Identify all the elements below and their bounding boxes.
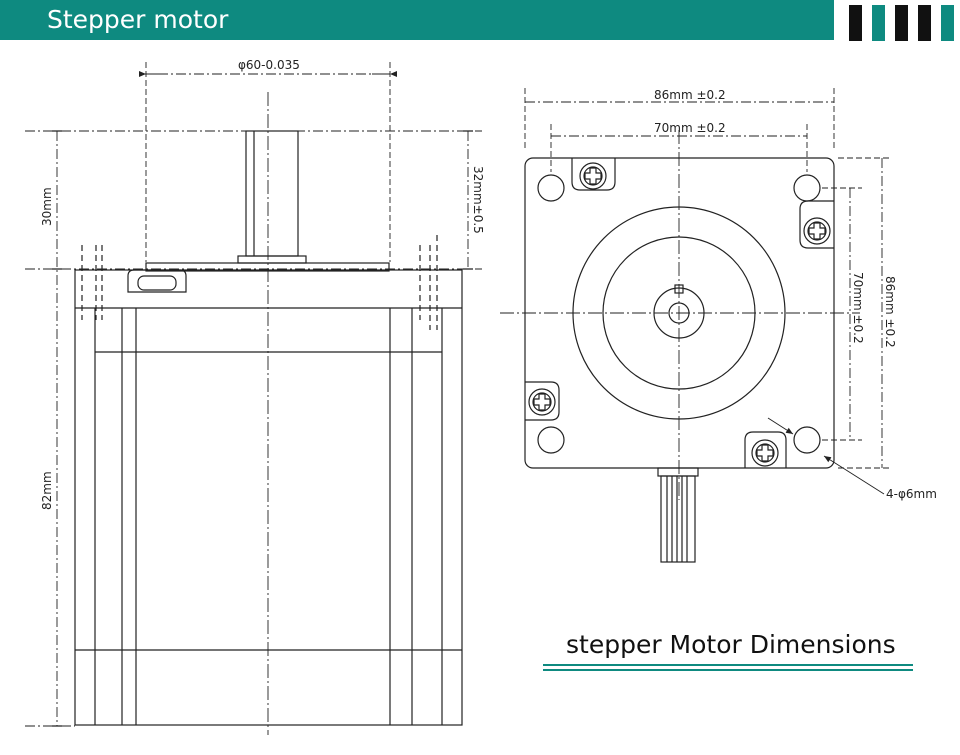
front-view-dimensions [500, 88, 892, 500]
header-stripe [872, 5, 885, 41]
mounting-holes-label: 4-φ6mm [886, 487, 937, 501]
flange-height-label: 86mm ±0.2 [883, 276, 897, 348]
header-stripe [941, 5, 954, 41]
wire-bundle [660, 475, 696, 563]
hole-spacing-vertical-label: 70mm ±0.2 [851, 272, 865, 344]
header-stripe [895, 5, 908, 41]
body-length-label: 82mm [40, 471, 54, 510]
header-stripe [849, 5, 862, 41]
side-view-dimensions [25, 62, 482, 735]
caption-underline [543, 669, 913, 671]
front-view [524, 157, 835, 563]
hole-spacing-label: 70mm ±0.2 [654, 121, 726, 135]
screw-head [751, 439, 779, 467]
mounting-hole [793, 174, 821, 202]
flange-width-label: 86mm ±0.2 [654, 88, 726, 102]
diagram-caption: stepper Motor Dimensions [566, 630, 896, 659]
screw-head [803, 217, 831, 245]
shaft-extension-label: 30mm [40, 187, 54, 226]
shaft-diameter-label: φ60-0.035 [238, 58, 300, 72]
header-stripe [918, 5, 931, 41]
cable-exit [657, 467, 699, 477]
mounting-hole [793, 426, 821, 454]
motor-body-outline [74, 269, 463, 726]
screw-head [579, 162, 607, 190]
header-bar [0, 0, 834, 40]
mounting-hole [537, 426, 565, 454]
mounting-hole [537, 174, 565, 202]
page-title: Stepper motor [47, 5, 229, 34]
shaft-tolerance-label: 32mm±0.5 [471, 166, 485, 234]
caption-underline [543, 664, 913, 666]
side-view [74, 130, 463, 726]
screw-head [528, 388, 556, 416]
